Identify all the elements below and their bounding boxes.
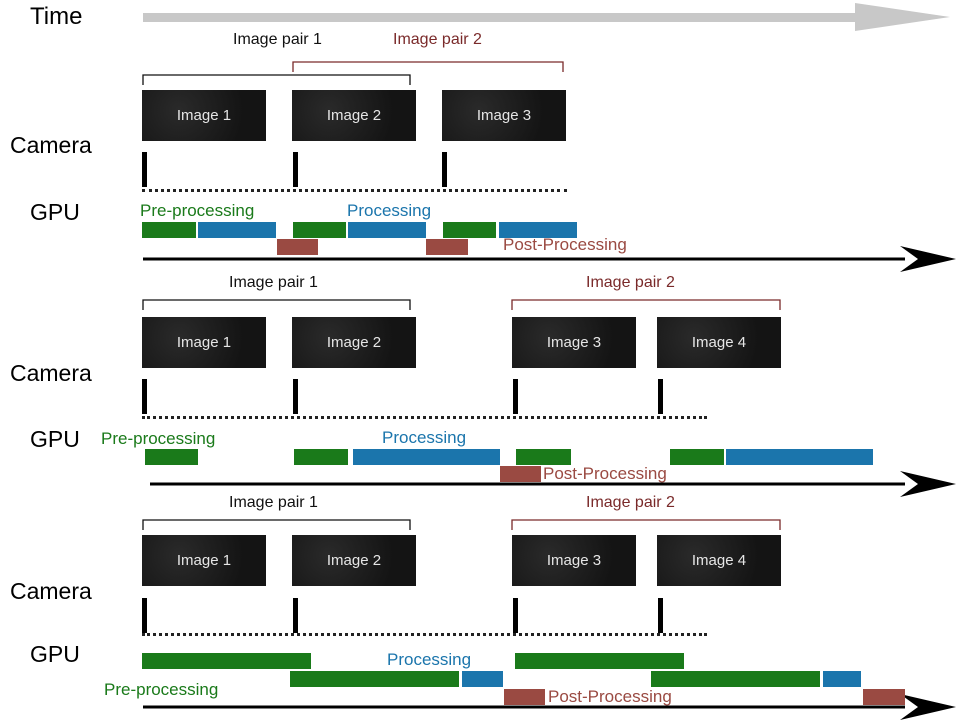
camera-timeline	[142, 416, 707, 419]
processing-label: Processing	[347, 201, 432, 220]
pre-processing-bar	[443, 222, 496, 238]
camera-image-frame: Image 1	[142, 317, 266, 368]
pair1-bracket	[142, 74, 411, 85]
capture-trigger-tick	[142, 379, 147, 414]
pair1-label: Image pair 1	[229, 494, 318, 511]
camera-image-frame: Image 4	[657, 317, 781, 368]
time-arrow	[143, 3, 950, 31]
pre-processing-label: Pre-processing	[104, 680, 219, 699]
post-processing-bar	[500, 466, 541, 482]
processing-label: Processing	[382, 428, 467, 447]
processing-bar	[348, 222, 426, 238]
processing-label: Processing	[387, 650, 472, 669]
camera-image-frame: Image 2	[292, 535, 416, 586]
processing-bar	[462, 671, 503, 687]
camera-image-frame: Image 2	[292, 90, 416, 141]
pre-processing-label: Pre-processing	[101, 429, 216, 448]
capture-trigger-tick	[142, 598, 147, 633]
pair1-bracket	[142, 519, 411, 530]
camera-label: Camera	[10, 578, 92, 604]
camera-timeline	[142, 189, 567, 192]
capture-trigger-tick	[513, 598, 518, 633]
pre-processing-bar	[145, 449, 198, 465]
processing-bar	[353, 449, 500, 465]
camera-image-frame: Image 4	[657, 535, 781, 586]
gpu-label: GPU	[30, 426, 80, 452]
pair2-label: Image pair 2	[393, 31, 482, 48]
camera-image-frame: Image 1	[142, 90, 266, 141]
capture-trigger-tick	[658, 379, 663, 414]
camera-image-frame: Image 3	[512, 317, 636, 368]
post-processing-label: Post-Processing	[503, 235, 627, 254]
pre-processing-bar	[142, 653, 311, 669]
camera-image-frame: Image 3	[512, 535, 636, 586]
pair2-bracket	[292, 61, 564, 72]
gpu-label: GPU	[30, 641, 80, 667]
gpu-axis-arrow	[150, 471, 956, 497]
capture-trigger-tick	[513, 379, 518, 414]
pre-processing-bar	[670, 449, 724, 465]
pair1-bracket	[142, 299, 411, 310]
post-processing-label: Post-Processing	[548, 687, 672, 706]
pre-processing-bar	[142, 222, 196, 238]
capture-trigger-tick	[293, 379, 298, 414]
processing-bar	[726, 449, 873, 465]
capture-trigger-tick	[142, 152, 147, 187]
pair2-bracket	[511, 519, 781, 530]
camera-label: Camera	[10, 132, 92, 158]
gpu-axis-arrow	[143, 246, 956, 272]
camera-image-frame: Image 1	[142, 535, 266, 586]
pair1-label: Image pair 1	[233, 31, 322, 48]
pre-processing-bar	[515, 653, 684, 669]
post-processing-bar	[863, 689, 905, 705]
capture-trigger-tick	[658, 598, 663, 633]
camera-label: Camera	[10, 360, 92, 386]
camera-image-frame: Image 2	[292, 317, 416, 368]
pre-processing-bar	[290, 671, 459, 687]
processing-bar	[198, 222, 276, 238]
pre-processing-label: Pre-processing	[140, 201, 255, 220]
capture-trigger-tick	[293, 598, 298, 633]
pre-processing-bar	[516, 449, 571, 465]
time-label: Time	[30, 3, 83, 30]
capture-trigger-tick	[442, 152, 447, 187]
capture-trigger-tick	[293, 152, 298, 187]
pair1-label: Image pair 1	[229, 274, 318, 291]
pre-processing-bar	[293, 222, 346, 238]
camera-image-frame: Image 3	[442, 90, 566, 141]
post-processing-bar	[504, 689, 545, 705]
gpu-label: GPU	[30, 199, 80, 225]
pre-processing-bar	[294, 449, 348, 465]
pair2-label: Image pair 2	[586, 274, 675, 291]
post-processing-bar	[277, 239, 318, 255]
pre-processing-bar	[651, 671, 820, 687]
pair2-bracket	[511, 299, 781, 310]
post-processing-label: Post-Processing	[543, 464, 667, 483]
camera-timeline	[142, 633, 707, 636]
processing-bar	[823, 671, 861, 687]
gpu-axis-arrow	[143, 694, 956, 720]
processing-bar	[499, 222, 577, 238]
pair2-label: Image pair 2	[586, 494, 675, 511]
post-processing-bar	[426, 239, 468, 255]
